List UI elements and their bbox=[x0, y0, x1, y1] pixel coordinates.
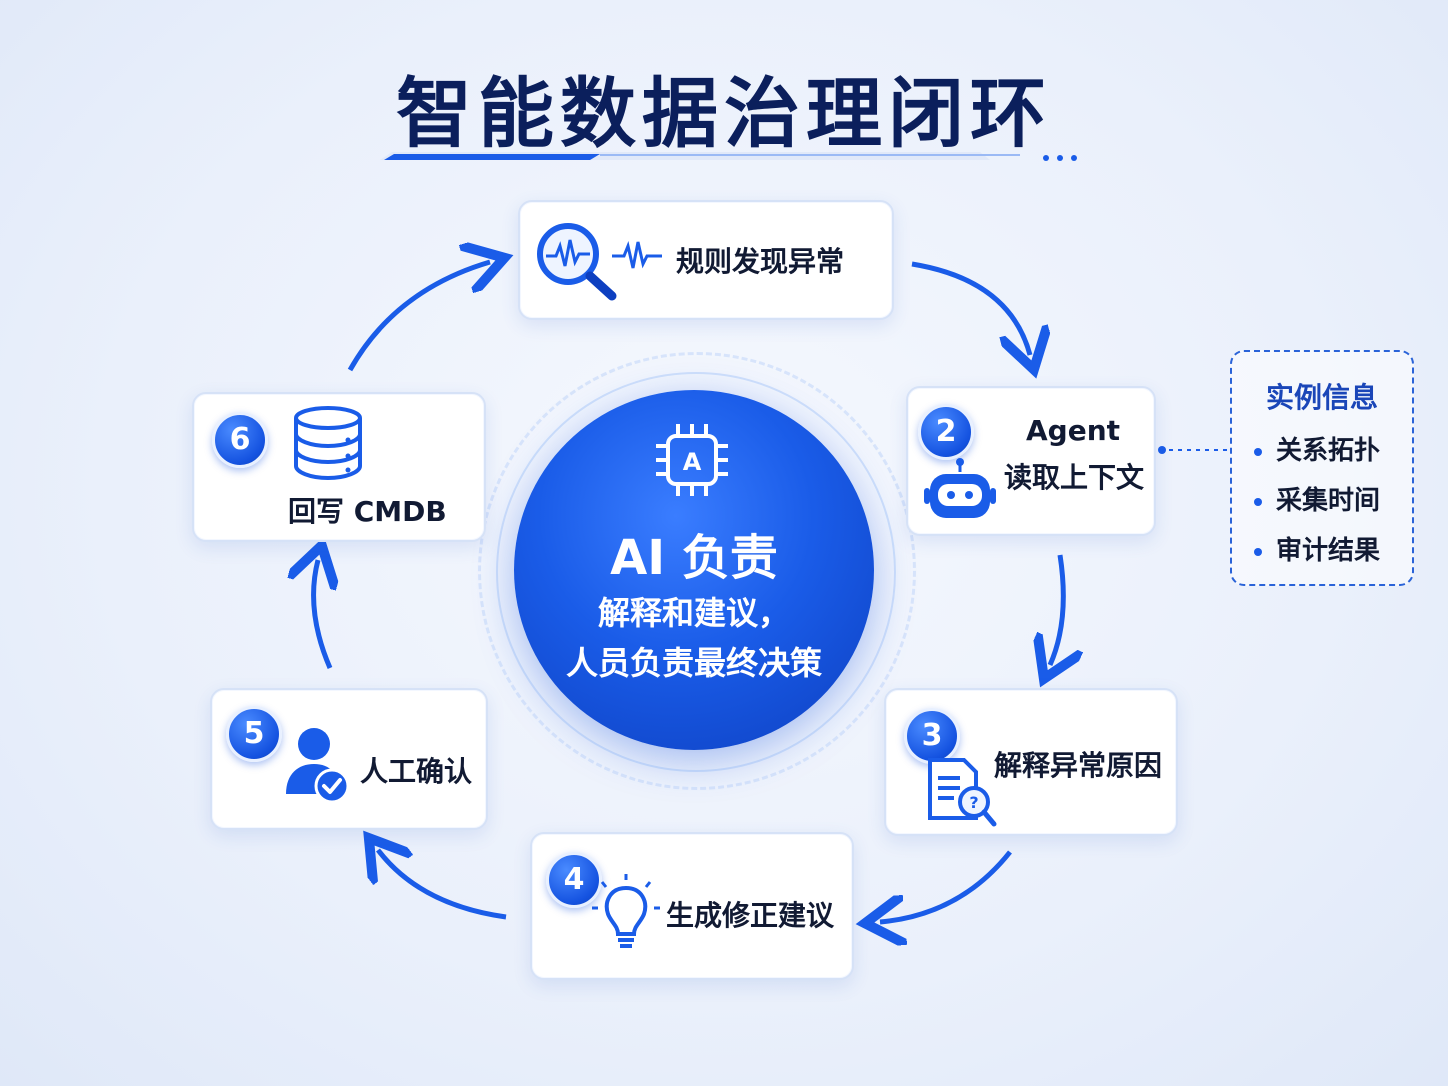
arrow-6-to-1 bbox=[347, 262, 490, 372]
core-line-1: 解释和建议， bbox=[597, 594, 790, 632]
step-4-label: 生成修正建议 bbox=[666, 899, 835, 932]
step-2-label-line-1: Agent bbox=[1026, 414, 1121, 447]
instance-info-item: 采集时间 bbox=[1254, 480, 1380, 517]
core-circle bbox=[514, 390, 874, 750]
step-2-label-line-2: 读取上下文 bbox=[1004, 461, 1145, 494]
instance-info-item: 关系拓扑 bbox=[1254, 430, 1380, 467]
chip-letter: A bbox=[683, 448, 702, 476]
robot-icon bbox=[924, 458, 996, 518]
diagram-title: 智能数据治理闭环 bbox=[396, 69, 1052, 158]
title-underline bbox=[380, 152, 1020, 160]
document-question-icon: ? bbox=[928, 758, 997, 827]
title-dots bbox=[1043, 155, 1077, 161]
instance-info-item: 审计结果 bbox=[1254, 530, 1380, 567]
magnifier-waveform-icon bbox=[537, 223, 617, 301]
core-headline: AI 负责 bbox=[610, 530, 778, 586]
step-1-label: 规则发现异常 bbox=[676, 245, 845, 278]
step-5-label: 人工确认 bbox=[360, 755, 473, 788]
arrow-3-to-4 bbox=[880, 850, 1012, 922]
instance-info-box: 实例信息 关系拓扑 采集时间 审计结果 bbox=[1230, 350, 1414, 586]
arrow-5-to-6 bbox=[314, 560, 330, 669]
arrow-1-to-2 bbox=[911, 261, 1030, 355]
core-line-2: 人员负责最终决策 bbox=[565, 644, 822, 682]
arrow-2-to-3 bbox=[1050, 554, 1063, 665]
info-item-text: 关系拓扑 bbox=[1276, 436, 1381, 466]
core-inner-ring bbox=[496, 372, 896, 772]
bullet-icon bbox=[1254, 497, 1262, 506]
core-outer-ring bbox=[478, 352, 916, 790]
instance-info-title: 实例信息 bbox=[1265, 381, 1378, 414]
step-4-badge: 4 bbox=[546, 852, 602, 908]
info-item-text: 采集时间 bbox=[1276, 486, 1381, 516]
step-6-badge: 6 bbox=[212, 412, 268, 468]
database-icon bbox=[294, 406, 362, 481]
user-check-icon bbox=[286, 728, 350, 804]
bullet-icon bbox=[1254, 447, 1262, 456]
step-3-label: 解释异常原因 bbox=[994, 749, 1163, 782]
waveform-icon bbox=[612, 240, 662, 269]
step-5-badge: 5 bbox=[226, 706, 282, 762]
bullet-icon bbox=[1254, 547, 1262, 556]
lightbulb-icon bbox=[592, 874, 660, 948]
ai-chip-icon: A bbox=[656, 424, 728, 496]
step-3-badge: 3 bbox=[904, 708, 960, 764]
step-6-label: 回写 CMDB bbox=[288, 495, 447, 528]
step-2-badge: 2 bbox=[918, 404, 974, 460]
svg-text:?: ? bbox=[969, 793, 978, 812]
info-item-text: 审计结果 bbox=[1276, 536, 1381, 566]
arrow-4-to-5 bbox=[378, 850, 507, 920]
